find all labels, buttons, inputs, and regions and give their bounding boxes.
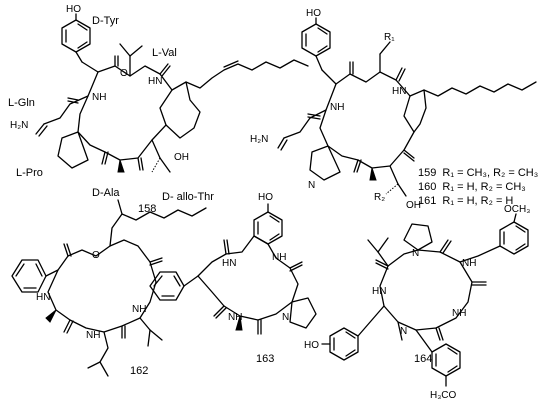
compound-number-163: 163 [256, 353, 274, 365]
variant-161: 161 R₁ = H, R₂ = H [418, 195, 513, 207]
structure-162: O HN NH NH 162 [11, 199, 207, 377]
variant-160-number: 160 [418, 181, 436, 193]
anisole-ring-bottom-164 [431, 343, 461, 377]
label-l-gln: L-Gln [8, 97, 35, 109]
atom-o-158: O [120, 68, 128, 79]
atom-hn-163: HN [222, 258, 236, 269]
compound-number-158: 158 [138, 203, 156, 215]
label-d-allo-thr: D- allo-Thr [162, 191, 214, 203]
atom-oh-158: OH [174, 152, 189, 163]
label-d-ala: D-Ala [92, 187, 120, 199]
phenol-ring-164 [329, 327, 359, 361]
label-l-val: L-Val [152, 47, 177, 59]
atom-n-159: N [308, 180, 315, 191]
atom-nh-163-b: NH [228, 312, 242, 323]
atom-hn-164: HN [372, 286, 386, 297]
atom-h2n-158: H₂N [10, 120, 28, 131]
atom-o-162: O [92, 250, 100, 261]
atom-nh-162-b: NH [132, 304, 146, 315]
variant-160-text: R₁ = H, R₂ = CH₃ [442, 181, 525, 193]
atom-oh-159: OH [406, 200, 421, 211]
variant-159-number: 159 [418, 167, 436, 179]
atom-hn-162: HN [36, 292, 50, 303]
label-l-pro: L-Pro [16, 167, 43, 179]
phe-ring-162 [11, 259, 47, 293]
structure-163: HO HN NH NH N 163 [149, 192, 317, 365]
variant-161-text: R₁ = H, R₂ = H [442, 195, 513, 207]
atom-ho-164: HO [304, 340, 319, 351]
structure-164: OCH₃ H₃CO HO N NH HN NH N 164 [304, 204, 530, 401]
atom-n-163: N [282, 312, 289, 323]
atom-hn-158-b: HN [148, 76, 162, 87]
compound-number-164: 164 [414, 353, 432, 365]
atom-h2n-159: H₂N [250, 134, 268, 145]
atom-nh-159: NH [330, 102, 344, 113]
atom-nh-163-a: NH [272, 252, 286, 263]
atom-hn-158-a: NH [92, 92, 106, 103]
atom-h3co-164: H₃CO [430, 390, 457, 401]
atom-ho-158: HO [66, 4, 81, 15]
label-d-tyr: D-Tyr [92, 15, 119, 27]
atom-och3-164: OCH₃ [504, 204, 530, 215]
atom-r2: R₂ [374, 192, 385, 203]
atom-ho-163: HO [258, 192, 273, 203]
structure-158: HO H₂N NH HN OH O D-Tyr L-Val L-Gln L-Pr… [8, 4, 309, 215]
atom-nh-164-a: NH [462, 258, 476, 269]
atom-ho-159: HO [306, 8, 321, 19]
variant-159-text: R₁ = CH₃, R₂ = CH₃ [442, 167, 538, 179]
variant-159: 159 R₁ = CH₃, R₂ = CH₃ [418, 167, 538, 179]
atom-hn-159: HN [392, 86, 406, 97]
structure-159-161: HO H₂N NH HN OH R₂ R₁ N 159 R₁ = CH₃, R₂… [250, 8, 538, 211]
atom-nh-162-a: NH [86, 330, 100, 341]
atom-r1: R₁ [384, 32, 395, 43]
variant-160: 160 R₁ = H, R₂ = CH₃ [418, 181, 526, 193]
variant-161-number: 161 [418, 195, 436, 207]
atom-n-164-a: N [412, 248, 419, 259]
compound-number-162: 162 [130, 365, 148, 377]
atom-n-164-b: N [400, 326, 407, 337]
atom-nh-164-b: NH [452, 308, 466, 319]
